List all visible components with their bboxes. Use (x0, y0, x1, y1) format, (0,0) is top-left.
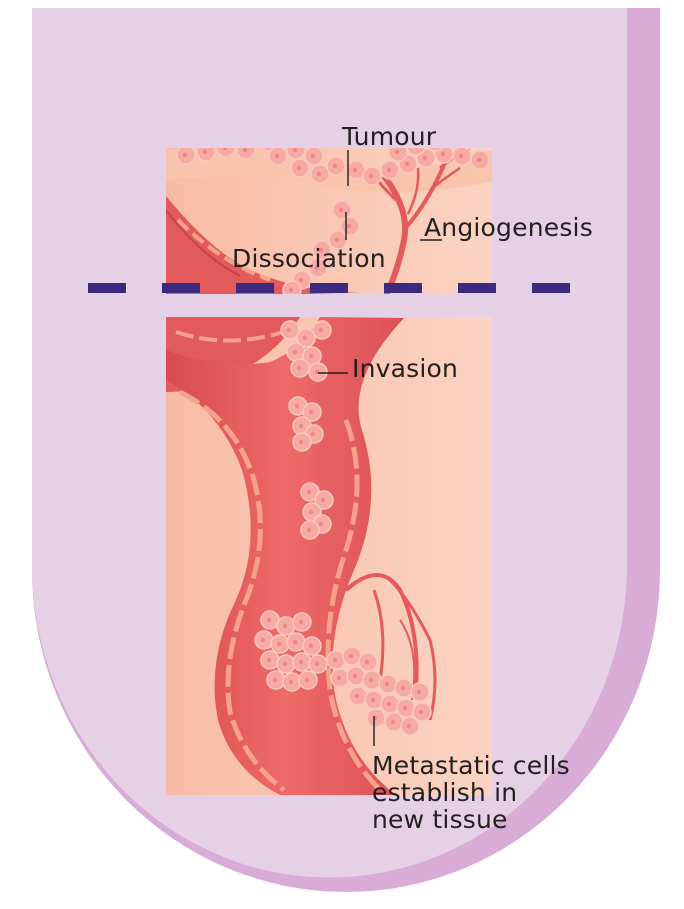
top-tissue-panel (166, 148, 492, 294)
label-invasion: Invasion (352, 354, 459, 383)
label-metastatic-line-1: Metastatic cells (372, 751, 570, 780)
label-metastatic-line-3: new tissue (372, 805, 508, 834)
label-angiogenesis: Angiogenesis (424, 213, 593, 242)
label-tumour: Tumour (342, 122, 437, 151)
leader-lines (318, 150, 442, 746)
label-metastatic-line-2: establish in (372, 778, 518, 807)
label-dissociation: Dissociation (232, 244, 386, 273)
label-metastatic-cells: Metastatic cells establish in new tissue (372, 752, 602, 833)
divider-dashed-line (88, 283, 570, 293)
bottom-tissue-panel (166, 317, 492, 795)
